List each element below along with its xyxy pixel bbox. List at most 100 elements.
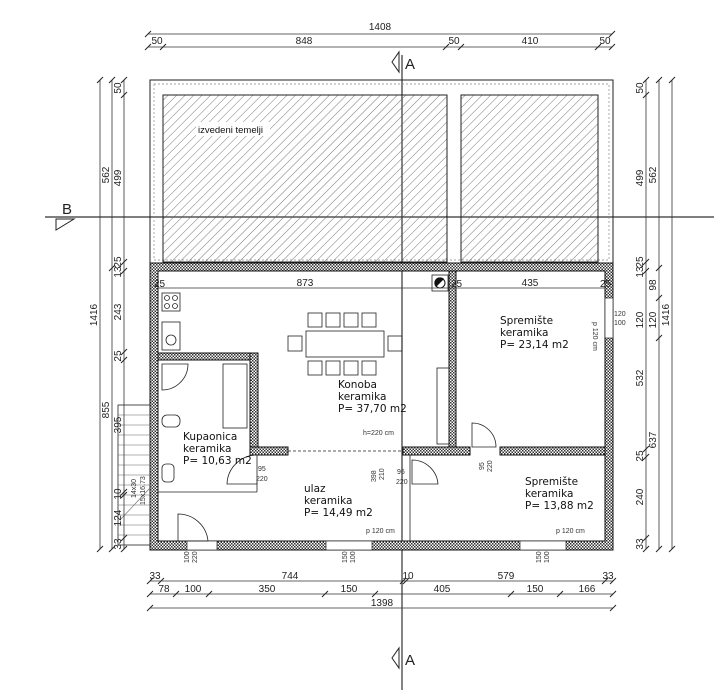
dim-left: 395 [113,416,124,433]
dim-right: 562 [648,166,659,183]
dim-bottom: 150 [341,584,358,595]
dim-left: 499 [113,169,124,186]
dim-right: 120 [635,311,646,328]
dim-inner: 435 [522,278,539,289]
dim-top: 50 [448,36,460,47]
right-dimensions: 50 499 25 13 120 532 25 240 33 562 637 9… [635,76,676,553]
sill-note: p 120 cm [591,322,598,351]
opening-width: 96 [397,469,405,476]
opening-height: 100 [350,551,357,563]
walls [149,262,614,551]
opening-width: 150 [342,551,349,563]
dim-top-total: 1408 [369,22,392,33]
dim-bottom: 350 [259,584,276,595]
room-name: ulaz [304,483,326,495]
section-a-label: A [405,56,415,73]
dim-left: 25 [113,350,124,362]
room-floor: keramika [183,443,231,455]
dim-bottom: 78 [158,584,170,595]
top-dimensions: 1408 50 848 50 410 50 [144,22,616,51]
room-area: P= 37,70 m2 [338,403,407,415]
dim-bottom: 405 [434,584,451,595]
dim-right: 499 [635,169,646,186]
sill-note: p 120 cm [366,528,395,535]
dim-top: 50 [151,36,163,47]
room-area: P= 10,63 m2 [183,455,252,467]
foundation-label: izvedeni temelji [198,125,263,136]
room-floor: keramika [304,495,352,507]
room-floor: keramika [338,391,386,403]
opening-height: 220 [396,479,408,486]
dim-bottom: 100 [185,584,202,595]
dim-bottom: 744 [282,571,299,582]
inner-dimensions: 25 873 25 435 25 [154,278,612,290]
opening-height: 220 [487,460,494,472]
annotations: h=220 cm p 120 cm p 120 cm p 120 cm 95 2… [184,311,626,563]
dim-left: 50 [113,82,124,94]
stairs: 14x30 15x16.73 [117,404,151,546]
opening-height: 100 [544,551,551,563]
dim-bottom: 150 [527,584,544,595]
room-name: Kupaonica [183,431,237,443]
dim-left: 1416 [89,303,100,326]
opening-width: 398 [371,470,378,482]
left-dimensions: 1416 562 855 50 499 25 13 243 25 395 10 … [89,76,128,553]
dim-left: 13 [113,266,124,278]
opening-height: 100 [614,320,626,327]
room-kupaonica: Kupaonica keramika P= 10,63 m2 [183,431,252,467]
dim-right: 25 [635,256,646,268]
room-spremiste-1: Spremište keramika P= 23,14 m2 [500,315,569,351]
dim-left: 562 [101,166,112,183]
dim-bottom: 33 [602,571,614,582]
sill-note: p 120 cm [556,528,585,535]
dim-inner: 25 [154,279,166,290]
opening-height: 220 [256,476,268,483]
dim-inner: 873 [297,278,314,289]
room-name: Spremište [525,476,578,488]
dim-left: 33 [113,538,124,550]
opening-width: 95 [258,466,266,473]
dim-top: 50 [599,36,611,47]
room-ulaz: ulaz keramika P= 14,49 m2 [304,483,373,519]
room-area: P= 14,49 m2 [304,507,373,519]
room-area: P= 23,14 m2 [500,339,569,351]
section-b-label: B [62,201,72,218]
dim-right: 50 [635,82,646,94]
dim-left: 10 [113,488,124,500]
opening-width: 120 [614,311,626,318]
room-floor: keramika [500,327,548,339]
room-konoba: Konoba keramika P= 37,70 m2 [338,379,407,415]
opening-height: 220 [192,551,199,563]
dim-top: 410 [522,36,539,47]
dim-bottom: 166 [579,584,596,595]
section-a-label-bottom: A [405,652,415,669]
dim-right: 532 [635,369,646,386]
dim-right: 1416 [661,303,672,326]
bottom-dimensions: 33 744 10 579 33 78 100 350 150 405 150 … [146,571,617,612]
dim-top: 848 [296,36,313,47]
dim-inner: 25 [451,279,463,290]
furniture [161,274,450,483]
room-area: P= 13,88 m2 [525,500,594,512]
opening-width: 95 [479,462,486,470]
room-name: Konoba [338,379,377,391]
room-floor: keramika [525,488,573,500]
dim-right: 98 [648,279,659,291]
ceiling-height: h=220 cm [363,430,394,437]
dim-left: 243 [113,303,124,320]
dim-left: 124 [113,509,124,526]
dim-bottom-total: 1398 [371,598,394,609]
stair-note: 14x30 [131,479,138,498]
dim-left: 855 [101,401,112,418]
dim-right: 13 [635,266,646,278]
opening-width: 100 [184,551,191,563]
dim-inner: 25 [600,279,612,290]
dim-right: 240 [635,488,646,505]
opening-width: 150 [536,551,543,563]
dim-bottom: 579 [498,571,515,582]
room-spremiste-2: Spremište keramika P= 13,88 m2 [525,476,594,512]
dim-right: 120 [648,311,659,328]
stair-note: 15x16.73 [140,476,147,505]
dim-right: 33 [635,538,646,550]
